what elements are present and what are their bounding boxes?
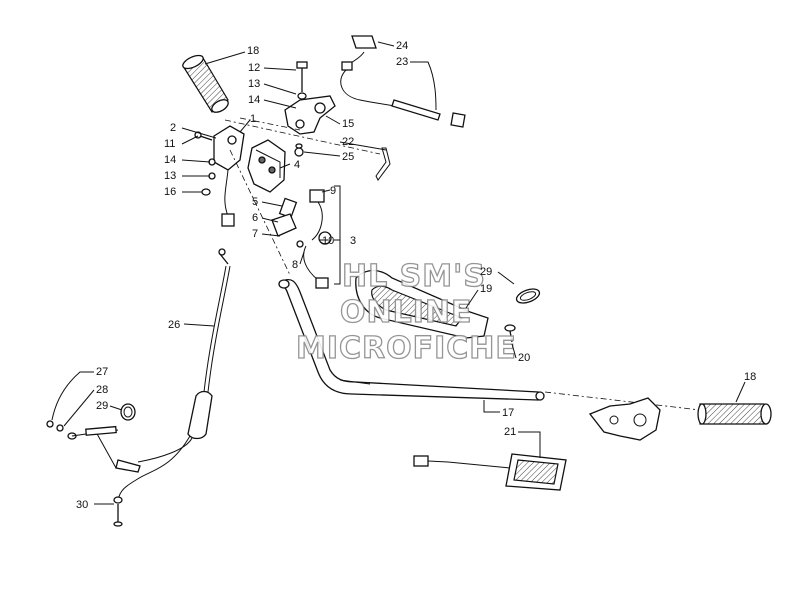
- screws-left: [194, 131, 216, 196]
- group-bracket: [334, 185, 341, 285]
- watermark-line1: HL SM'S: [342, 259, 486, 294]
- callout-11: 11: [164, 138, 175, 150]
- callout-12: 12: [248, 62, 260, 74]
- callout-numbers: 18 12 13 14 1 2 11 14 13 16 15 22 25 4 5…: [76, 40, 756, 511]
- callout-22: 22: [342, 136, 354, 148]
- callout-19: 19: [480, 283, 492, 295]
- callout-14-upper: 14: [248, 94, 260, 106]
- callout-20: 20: [518, 352, 530, 364]
- left-handlebar-grip: [182, 54, 229, 113]
- wire-loop: [375, 147, 391, 181]
- handlebar-pad: [355, 269, 489, 339]
- callout-26: 26: [168, 319, 180, 331]
- callout-13-lower: 13: [164, 170, 176, 182]
- callout-21: 21: [504, 426, 516, 438]
- throttle-housing: [247, 139, 286, 193]
- throttle-assembly-right: [588, 397, 661, 441]
- callout-17: 17: [502, 407, 514, 419]
- callout-5: 5: [252, 196, 258, 208]
- callout-3: 3: [350, 235, 356, 247]
- callout-14-lower: 14: [164, 154, 176, 166]
- tether-switch: [340, 35, 466, 128]
- callout-4: 4: [294, 159, 300, 171]
- callout-1: 1: [250, 113, 256, 125]
- pad-screw-20: [504, 324, 516, 343]
- callout-29-lower: 29: [96, 400, 108, 412]
- watermark-line2: ONLINE: [340, 295, 473, 330]
- callout-29-upper: 29: [480, 266, 492, 278]
- callout-27: 27: [96, 366, 108, 378]
- callout-16: 16: [164, 186, 176, 198]
- callout-25: 25: [342, 151, 354, 163]
- callout-24: 24: [396, 40, 408, 52]
- watermark: HL SM'S ONLINE MICROFICHE: [295, 258, 517, 366]
- handlebar: [278, 278, 545, 401]
- callout-23: 23: [396, 56, 408, 68]
- switch-assembly: [271, 189, 332, 289]
- callout-leaders: [51, 41, 746, 505]
- callout-15: 15: [342, 118, 354, 130]
- callout-18-right: 18: [744, 371, 756, 383]
- watermark-line3: MICROFICHE: [296, 331, 517, 366]
- callout-18-left: 18: [247, 45, 259, 57]
- left-switch-housing: [213, 125, 245, 227]
- screw-25: [294, 143, 304, 157]
- throttle-bracket: [284, 95, 336, 135]
- callout-28: 28: [96, 384, 108, 396]
- clamp-ring-upper: [515, 288, 541, 304]
- callout-2: 2: [170, 122, 176, 134]
- right-handlebar-grip: [697, 403, 772, 425]
- grip-heater-element: [413, 453, 567, 491]
- callout-7: 7: [252, 228, 258, 240]
- callout-30: 30: [76, 499, 88, 511]
- throttle-cable: [95, 248, 231, 527]
- mount-bolt: [296, 61, 308, 100]
- callout-9: 9: [330, 185, 336, 197]
- callout-6: 6: [252, 212, 258, 224]
- cable-small-parts: [46, 403, 136, 440]
- callout-13-upper: 13: [248, 78, 260, 90]
- callout-8: 8: [292, 259, 298, 271]
- callout-10: 10: [322, 235, 334, 247]
